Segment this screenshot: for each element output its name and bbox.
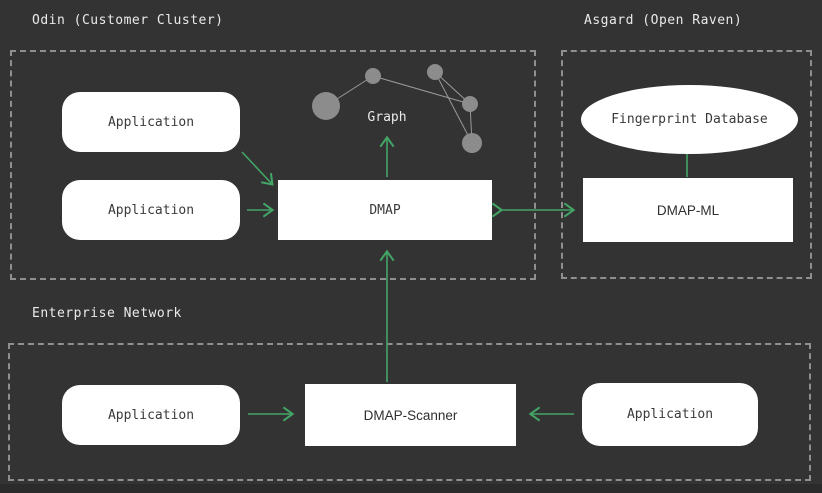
cluster-boundary-enterprise — [8, 343, 811, 481]
node-dmap-scanner: DMAP-Scanner — [305, 384, 516, 446]
node-label: Application — [626, 407, 714, 422]
cluster-title-odin: Odin (Customer Cluster) — [32, 13, 224, 28]
graph-node — [365, 68, 381, 84]
graph-node — [462, 96, 478, 112]
node-application-bottom-left: Application — [62, 385, 240, 445]
node-label: DMAP — [369, 202, 401, 218]
graph-edge — [372, 75, 471, 105]
cluster-boundary-asgard — [561, 50, 812, 279]
cluster-title-enterprise: Enterprise Network — [32, 306, 182, 321]
graph-edge — [434, 71, 473, 144]
graph-node-label: Graph — [367, 110, 407, 125]
node-label: DMAP-Scanner — [363, 407, 458, 423]
graph-node — [462, 133, 482, 153]
node-application-top-1: Application — [62, 92, 240, 152]
node-application-top-2: Application — [62, 180, 240, 240]
bottom-edge-strip — [0, 484, 822, 493]
node-application-bottom-right: Application — [582, 383, 758, 446]
cluster-title-asgard: Asgard (Open Raven) — [584, 13, 743, 28]
node-label: Application — [107, 202, 195, 218]
node-label: Application — [107, 114, 195, 130]
node-fingerprint-database: Fingerprint Database — [581, 85, 798, 154]
node-label: Application — [107, 407, 195, 423]
graph-visualization — [312, 64, 482, 153]
node-label: DMAP-ML — [656, 202, 720, 218]
graph-node — [427, 64, 443, 80]
arrow-app-top-1-to-dmap — [241, 151, 274, 186]
node-dmap-ml: DMAP-ML — [583, 178, 793, 242]
graph-node — [312, 92, 340, 120]
cluster-boundary-odin — [10, 50, 536, 280]
node-dmap: DMAP — [278, 180, 492, 240]
node-label: Fingerprint Database — [611, 112, 768, 127]
